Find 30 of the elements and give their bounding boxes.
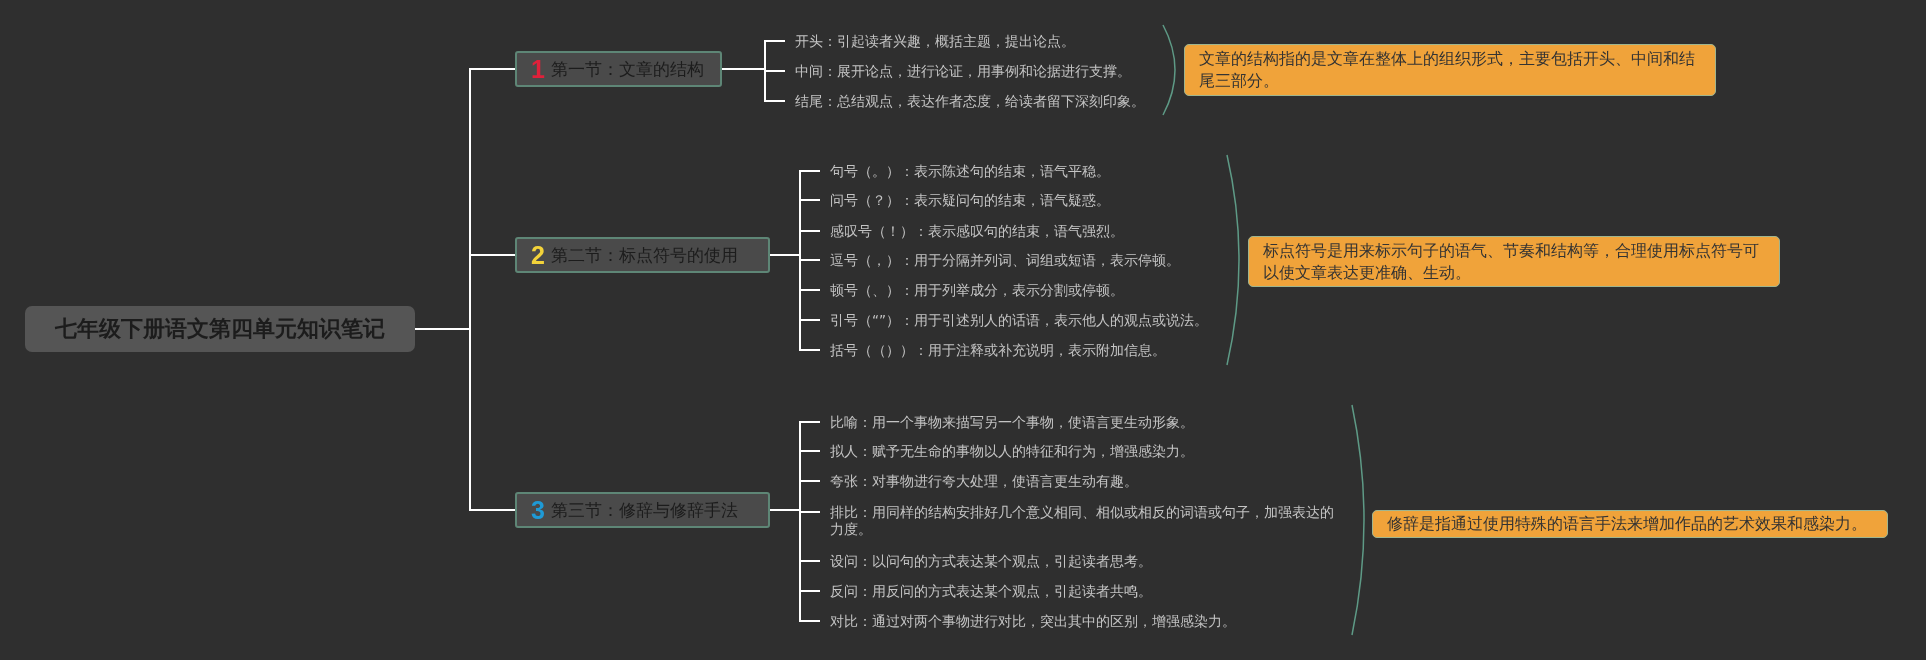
subtopic-text: 拟人：赋予无生命的事物以人的特征和行为，增强感染力。 <box>830 441 1330 461</box>
section-topic-box <box>515 51 722 87</box>
subtopic-text: 逗号（，）：用于分隔并列词、词组或短语，表示停顿。 <box>830 250 1230 270</box>
section-topic-box <box>515 492 770 528</box>
subtopic-text: 问号（？）：表示疑问句的结束，语气疑惑。 <box>830 190 1230 210</box>
subtopic-text: 对比：通过对两个事物进行对比，突出其中的区别，增强感染力。 <box>830 611 1330 631</box>
connector-line <box>721 68 786 102</box>
subtopic-text: 中间：展开论点，进行论证，用事例和论据进行支撑。 <box>795 61 1165 81</box>
section-number: 2 <box>531 240 545 270</box>
summary-box: 修辞是指通过使用特殊的语言手法来增加作品的艺术效果和感染力。 <box>1372 510 1888 538</box>
subtopic-text: 排比：用同样的结构安排好几个意义相同、相似或相反的词语或句子，加强表达的力度。 <box>830 503 1340 539</box>
connector-line <box>414 328 516 511</box>
subtopic-text: 顿号（、）：用于列举成分，表示分割或停顿。 <box>830 280 1230 300</box>
subtopic-text: 设问：以问句的方式表达某个观点，引起读者思考。 <box>830 551 1330 571</box>
section-topic-box <box>515 237 770 273</box>
connector-line <box>769 254 821 351</box>
subtopic-text: 夸张：对事物进行夸大处理，使语言更生动有趣。 <box>830 471 1330 491</box>
section-number: 1 <box>531 54 545 84</box>
subtopic-text: 引号（“”）：用于引述别人的话语，表示他人的观点或说法。 <box>830 310 1230 330</box>
subtopic-text: 感叹号（！）：表示感叹句的结束，语气强烈。 <box>830 221 1230 241</box>
subtopic-text: 开头：引起读者兴趣，概括主题，提出论点。 <box>795 31 1165 51</box>
summary-box: 文章的结构指的是文章在整体上的组织形式，主要包括开头、中间和结尾三部分。 <box>1184 44 1716 96</box>
section-number: 3 <box>531 495 545 525</box>
subtopic-text: 结尾：总结观点，表达作者态度，给读者留下深刻印象。 <box>795 91 1165 111</box>
summary-box: 标点符号是用来标示句子的语气、节奏和结构等，合理使用标点符号可以使文章表达更准确、生动。 <box>1248 236 1780 287</box>
subtopic-text: 比喻：用一个事物来描写另一个事物，使语言更生动形象。 <box>830 412 1330 432</box>
central-topic-box: 七年级下册语文第四单元知识笔记 <box>25 306 415 352</box>
subtopic-text: 句号（。）：表示陈述句的结束，语气平稳。 <box>830 161 1230 181</box>
subtopic-text: 反问：用反问的方式表达某个观点，引起读者共鸣。 <box>830 581 1330 601</box>
subtopic-text: 括号（（））：用于注释或补充说明，表示附加信息。 <box>830 340 1230 360</box>
